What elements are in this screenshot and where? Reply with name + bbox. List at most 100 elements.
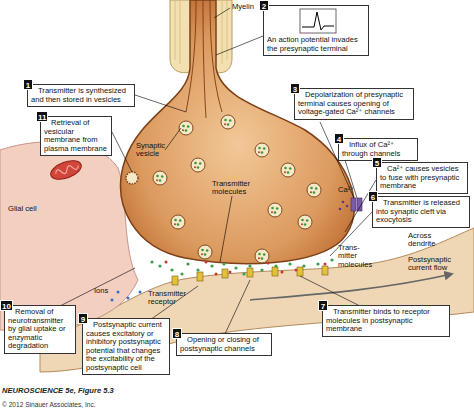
callout-box: 7Transmitter binds to receptor molecules… (322, 305, 450, 337)
structure-label: Transmitter receptor (148, 290, 200, 307)
transmitter-molecule (196, 268, 199, 271)
synaptic-vesicle (255, 143, 269, 157)
synaptic-vesicle (198, 245, 212, 259)
mitochondrion (48, 157, 84, 183)
transmitter-receptor (322, 266, 328, 275)
transmitter-molecule (158, 264, 161, 267)
transmitter-receptor (247, 268, 253, 277)
callout-box: 10Removal of neurotransmitter by glial u… (4, 305, 76, 354)
leader-line (220, 196, 232, 262)
synaptic-vesicle (191, 158, 205, 172)
transmitter-molecule (274, 264, 277, 267)
microtubule (186, 0, 196, 112)
callout-box: 11Retrieval of vesicular membrane from p… (40, 116, 112, 156)
callout-text: Removal of neurotransmitter by glial upt… (5, 306, 75, 353)
callout-text: Transmitter binds to receptor molecules … (323, 306, 449, 336)
transmitter-molecule (150, 258, 333, 275)
transmitter-molecule (186, 262, 189, 265)
ion (111, 299, 114, 302)
callout-number: 4 (334, 133, 344, 144)
transmitter-molecule (242, 272, 245, 275)
transmitter-molecule (210, 264, 213, 267)
leader-line (135, 95, 186, 112)
microtubule (203, 0, 206, 118)
transmitter-molecule (170, 268, 173, 271)
transmitter-molecule (180, 272, 183, 275)
transmitter-molecule (165, 261, 327, 276)
callout-text: Postsynaptic current causes excitatory o… (83, 319, 169, 374)
transmitter-molecule (260, 268, 263, 271)
mitochondrion (48, 157, 84, 183)
ion-label: Ca²⁺ (338, 186, 358, 194)
transmitter-molecule (302, 264, 305, 267)
postsynaptic-current-arrow (250, 274, 452, 300)
transmitter-receptor (197, 272, 203, 281)
coated-vesicle (126, 172, 138, 184)
mitochondrion (55, 163, 80, 177)
structure-label: Myelin (232, 3, 262, 11)
callout-number: 8 (172, 328, 182, 339)
callout-box: 9Postsynaptic current causes excitatory … (82, 318, 170, 375)
figure-credit: NEUROSCIENCE 5e, Figure 5.3 (2, 387, 262, 395)
synaptic-vesicle (221, 115, 235, 129)
synaptic-vesicle (307, 183, 321, 197)
ion (139, 291, 142, 294)
action-potential-trace (300, 9, 336, 33)
leader-line (216, 36, 263, 55)
synaptic-vesicle (153, 115, 321, 263)
synaptic-vesicle (171, 215, 185, 229)
calcium-channel (339, 208, 342, 211)
transmitter-molecule (267, 262, 270, 265)
structure-label: Across dendrite (408, 232, 458, 249)
calcium-channel (342, 201, 345, 204)
callout-number: 7 (318, 300, 328, 311)
transmitter-molecule (150, 258, 333, 275)
transmitter-molecule (205, 261, 208, 264)
ion (127, 297, 130, 300)
synaptic-vesicle (255, 249, 269, 263)
leader-line (165, 128, 181, 150)
calcium-channel (346, 205, 349, 208)
transmitter-molecule (150, 260, 153, 263)
transmitter-molecule (295, 269, 298, 272)
structure-label: Synaptic vesicle (136, 142, 176, 159)
leader-line (300, 276, 360, 306)
synaptic-vesicle (153, 171, 167, 185)
callout-number: 10 (0, 300, 13, 311)
structure-label: Transmitter molecules (212, 180, 267, 197)
callout-box: 2An action potential invades the presyna… (263, 5, 369, 56)
transmitter-molecule (215, 273, 218, 276)
transmitter-receptor (172, 276, 178, 285)
ion-label: Ions (94, 287, 116, 295)
callout-text: Ca²⁺ causes vesicles to fuse with presyn… (377, 163, 467, 193)
callout-box: 6Transmitter is released into synaptic c… (372, 196, 470, 228)
callout-box: 5Ca²⁺ causes vesicles to fuse with presy… (376, 162, 468, 194)
transmitter-molecule (316, 262, 319, 265)
structure-label: Trans- mitter molecules (338, 244, 376, 269)
transmitter-molecule (234, 266, 237, 269)
callout-text: Opening or closing of postsynaptic chann… (177, 334, 271, 355)
callout-number: 9 (78, 313, 88, 324)
callout-box: 3Depolarization of presynaptic terminal … (294, 88, 414, 120)
callout-box: 8Opening or closing of postsynaptic chan… (176, 333, 272, 356)
leader-line (60, 8, 376, 334)
synaptic-vesicle (281, 163, 295, 177)
glial-cell (0, 142, 138, 331)
leader-line (112, 132, 132, 172)
callout-text: Transmitter is released into synaptic cl… (373, 197, 469, 227)
transmitter-molecule (229, 271, 232, 274)
callout-number: 1 (23, 79, 33, 90)
action-potential-trace (300, 9, 336, 33)
callout-number: 2 (259, 0, 269, 11)
callout-number: 3 (290, 83, 300, 94)
synaptic-vesicle (179, 121, 193, 135)
callout-text: Depolarization of presynaptic terminal c… (295, 89, 413, 119)
microtubule (186, 0, 222, 118)
flow-label: Postsynaptic current flow (408, 256, 470, 273)
callout-number: 5 (372, 157, 382, 168)
copyright-notice: © 2012 Sinauer Associates, Inc. (2, 401, 262, 408)
